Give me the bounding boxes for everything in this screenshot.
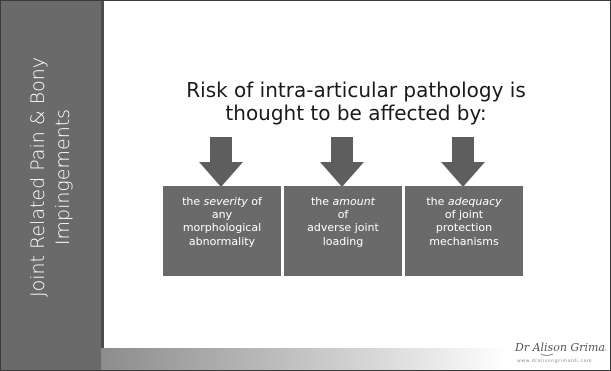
factor-box-adequacy: the adequacy of joint protection mechani… [405, 186, 523, 276]
down-arrow-icon [199, 137, 243, 187]
footer-gradient-bar [101, 348, 610, 370]
box-line-2: of joint [444, 208, 484, 222]
box-emphasis: severity [203, 195, 248, 208]
box-line-3: morphological [182, 221, 262, 235]
box-line-1: the severity of [163, 195, 281, 208]
box-text: of [247, 195, 262, 208]
factor-box-amount: the amount of adverse joint loading [284, 186, 402, 276]
box-line-1: the amount [284, 195, 402, 208]
box-line-2: of [337, 208, 349, 222]
svg-text:www.dralisongrimaldi.com: www.dralisongrimaldi.com [517, 358, 592, 364]
box-line-4: mechanisms [429, 234, 499, 248]
box-line-4: loading [322, 234, 364, 248]
box-text: the [310, 195, 333, 208]
box-line-3: protection [435, 221, 493, 235]
down-arrow-icon [320, 137, 364, 187]
box-text: the [182, 195, 204, 208]
heading-line-2: thought to be affected by: [225, 101, 487, 125]
box-text: the [426, 195, 448, 208]
box-emphasis: amount [332, 195, 375, 208]
sidebar: Joint Related Pain & Bony Impingements [1, 1, 101, 370]
box-line-3: adverse joint [307, 221, 379, 235]
box-line-4: abnormality [188, 234, 256, 248]
svg-text:Dr Alison Grimaldi: Dr Alison Grimaldi [514, 341, 606, 354]
box-line-1: the adequacy [405, 195, 523, 208]
factor-box-severity: the severity of any morphological abnorm… [163, 186, 281, 276]
box-emphasis: adequacy [447, 195, 502, 208]
heading-line-1: Risk of intra-articular pathology is [186, 78, 526, 102]
box-line-2: any [211, 208, 233, 222]
author-logo: Dr Alison Grimaldi www.dralisongrimaldi.… [511, 331, 606, 367]
signature-logo-icon: Dr Alison Grimaldi www.dralisongrimaldi.… [514, 341, 606, 364]
sidebar-divider [101, 1, 104, 370]
down-arrow-icon [441, 137, 485, 187]
sidebar-title: Joint Related Pain & Bony Impingements [27, 56, 74, 298]
slide-heading: Risk of intra-articular pathology is tho… [121, 79, 591, 125]
